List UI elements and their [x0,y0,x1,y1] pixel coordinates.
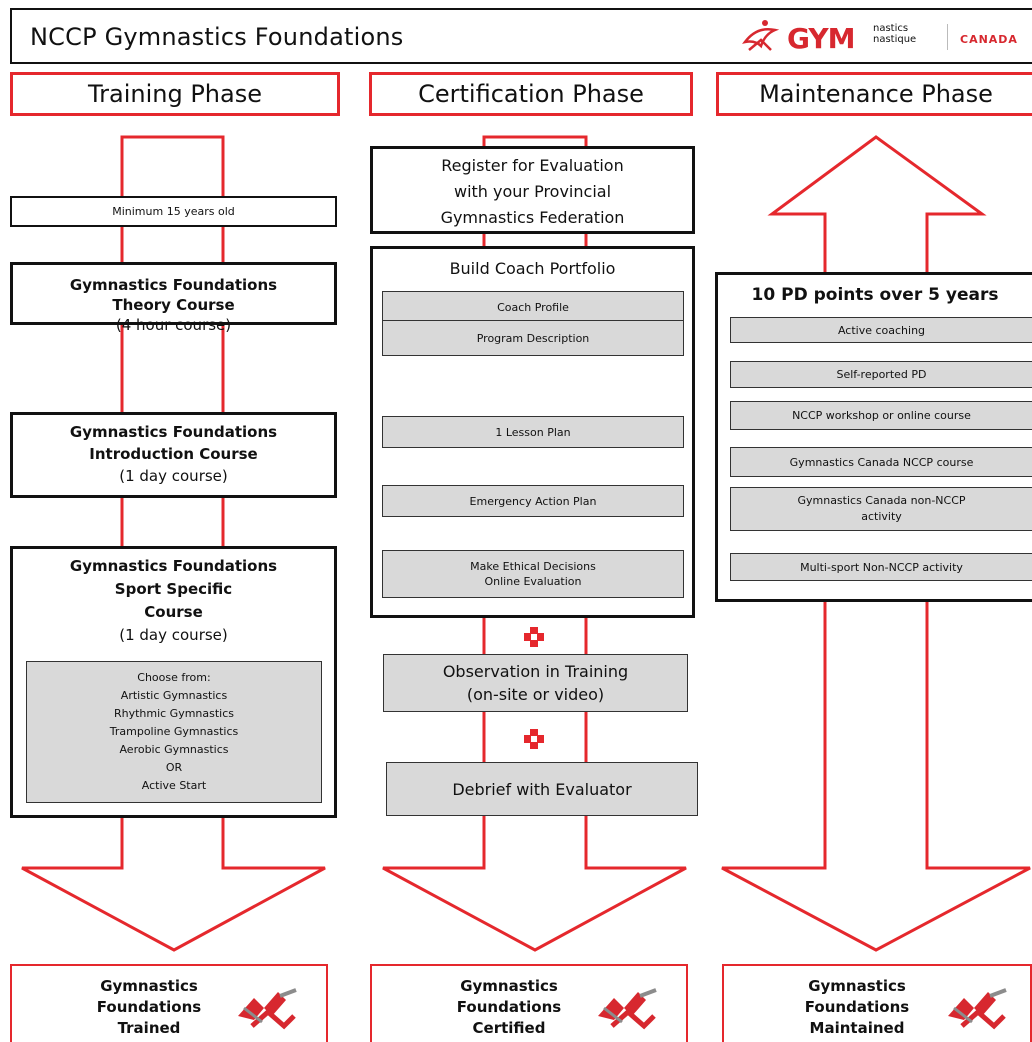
gymnast-emblem-icon [238,988,297,1030]
discipline-artistic: Artistic Gymnastics [120,689,228,702]
outcome-trained-text: Gymnastics Foundations Trained [96,977,202,1037]
pd-nccp-workshop: NCCP workshop or online course [730,401,1032,430]
sport-specific-course-box: Gymnastics Foundations Sport Specific Co… [10,546,337,818]
ethics-line1: Make Ethical Decisions [470,560,596,573]
outcome-trained-badge: Gymnastics Foundations Trained [10,964,328,1042]
sport-title-line1: Gymnastics Foundations [69,557,278,575]
gymnast-emblem-icon [598,988,657,1030]
plus-icon [524,627,544,647]
pd-item5-line2: activity [861,510,902,523]
logo-gym-text: GYM [787,22,856,55]
discipline-aerobic: Aerobic Gymnastics [119,743,229,756]
sport-duration: (1 day course) [119,626,228,644]
certification-phase-header: Certification Phase [369,72,693,116]
discipline-active-start: Active Start [141,779,207,792]
introduction-course-box: Gymnastics Foundations Introduction Cour… [10,412,337,498]
portfolio-emergency-action-plan: Emergency Action Plan [382,485,684,517]
observation-line2: (on-site or video) [466,685,605,704]
plus-icon [524,729,544,749]
portfolio-program-description: Program Description [382,320,684,356]
training-down-arrow [21,135,326,952]
intro-title-line1: Gymnastics Foundations [69,423,278,441]
pd-gymcan-non-nccp: Gymnastics Canada non-NCCP activity [730,487,1032,531]
ethics-line2: Online Evaluation [484,575,582,588]
register-line3: Gymnastics Federation [440,208,625,227]
outcome-maintained-text: Gymnastics Foundations Maintained [804,977,910,1037]
pd-item5-line1: Gymnastics Canada non-NCCP [797,494,966,507]
min-age-box: Minimum 15 years old [10,196,337,227]
discipline-trampoline: Trampoline Gymnastics [109,725,239,738]
page-header: NCCP Gymnastics Foundations GYM nastics … [10,8,1032,64]
discipline-rhythmic: Rhythmic Gymnastics [113,707,235,720]
outcome-certified-text: Gymnastics Foundations Certified [456,977,562,1037]
outcome-certified-badge: Gymnastics Foundations Certified [370,964,688,1042]
portfolio-lesson-plan: 1 Lesson Plan [382,416,684,448]
pd-active-coaching: Active coaching [730,317,1032,343]
pd-points-box: 10 PD points over 5 years Active coachin… [715,272,1032,602]
training-phase-header: Training Phase [10,72,340,116]
choice-or-label: OR [165,761,183,774]
gymnastics-canada-logo: GYM nastics nastique CANADA [727,14,1032,60]
register-line2: with your Provincial [453,182,612,201]
theory-course-box: Gymnastics Foundations Theory Course (4 … [10,262,337,334]
pd-points-title: 10 PD points over 5 years [751,285,999,305]
register-evaluation-box: Register for Evaluation with your Provin… [370,146,695,234]
choose-from-label: Choose from: [137,671,211,684]
coach-portfolio-box: Build Coach Portfolio Coach Profile Prog… [370,246,695,618]
page-title: NCCP Gymnastics Foundations [30,23,404,51]
observation-training-box: Observation in Training (on-site or vide… [383,654,688,712]
pd-gymcan-nccp-course: Gymnastics Canada NCCP course [730,447,1032,477]
pd-multisport-non-nccp: Multi-sport Non-NCCP activity [730,553,1032,581]
pd-self-reported: Self-reported PD [730,361,1032,388]
register-line1: Register for Evaluation [441,156,624,175]
intro-duration: (1 day course) [119,467,228,485]
maintenance-phase-header: Maintenance Phase [716,72,1032,116]
logo-small-text: nastics nastique [873,23,917,45]
portfolio-title: Build Coach Portfolio [449,259,616,278]
discipline-choice-box: Choose from: Artistic Gymnastics Rhythmi… [26,661,322,803]
logo-divider [947,24,948,50]
portfolio-coach-profile: Coach Profile [382,291,684,323]
logo-country-text: CANADA [960,33,1018,46]
gymnast-emblem-icon [948,988,1007,1030]
theory-title-line2: Theory Course [112,296,235,314]
portfolio-ethical-decisions: Make Ethical Decisions Online Evaluation [382,550,684,598]
sport-title-line3: Course [144,603,203,621]
gymnast-logo-icon [742,20,780,51]
observation-line1: Observation in Training [442,662,629,681]
theory-title-line1: Gymnastics Foundations [69,276,278,294]
intro-title-line2: Introduction Course [89,445,258,463]
debrief-evaluator-box: Debrief with Evaluator [386,762,698,816]
outcome-maintained-badge: Gymnastics Foundations Maintained [722,964,1032,1042]
sport-title-line2: Sport Specific [114,580,233,598]
theory-duration: (4 hour course) [115,316,232,334]
